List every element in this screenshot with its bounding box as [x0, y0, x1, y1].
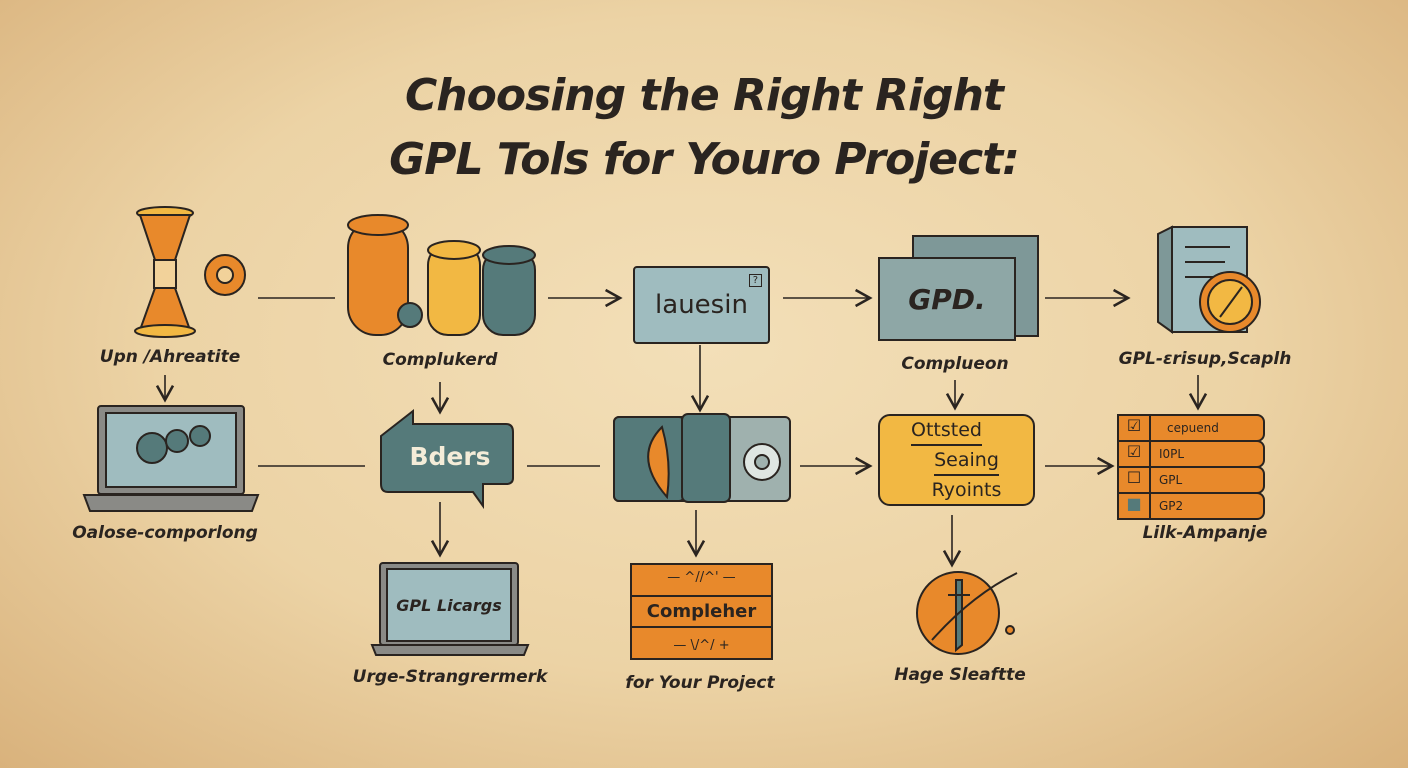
- laptop-icon: [370, 562, 530, 656]
- title-line-1: Choosing the Right Right: [405, 70, 1004, 121]
- hourglass-label: Upn /Ahreatite: [99, 347, 241, 367]
- license-box: lauesin ?: [633, 266, 770, 344]
- laptop-screen-text: GPL Licargs: [396, 596, 502, 615]
- folder-text: GPD.: [908, 282, 986, 316]
- yellow-box-line: Seaing: [934, 446, 999, 476]
- orange-panel-title: Compleher: [632, 595, 771, 628]
- checked-box-icon: ☑: [1119, 416, 1151, 440]
- laptop-2-label: Urge-Strangrermerk: [352, 667, 548, 687]
- laptop-label: Oalose-comporlong: [72, 523, 258, 543]
- empty-box-icon: ☐: [1119, 468, 1151, 492]
- compass-tool-icon: [916, 571, 1018, 655]
- checklist: ☑ cepuend ☑ I0PL ☐ GPL ■ GP2: [1117, 414, 1265, 520]
- cylinders-label: Complukerd: [382, 350, 498, 370]
- orange-panel: — ^//^' — Compleher — \/^/ +: [630, 563, 773, 660]
- yellow-box-line: Ryoints: [931, 479, 1002, 501]
- hourglass-gear-icon: [134, 206, 246, 338]
- server-label: GPL-ɛrisup,Scaplh: [1118, 349, 1292, 369]
- checklist-item[interactable]: ■ GP2: [1117, 492, 1265, 520]
- split-panel-icon: [613, 413, 791, 503]
- database-cylinders-icon: [347, 214, 536, 336]
- checklist-item[interactable]: ☐ GPL: [1117, 466, 1265, 494]
- license-box-badge: ?: [748, 274, 762, 287]
- orange-panel-top: — ^//^' —: [667, 570, 736, 585]
- orange-panel-bottom: — \/^/ +: [673, 638, 730, 653]
- server-badge-icon: [1157, 225, 1261, 334]
- bubble-text: Bders: [409, 442, 491, 471]
- checklist-item[interactable]: ☑ cepuend: [1117, 414, 1265, 442]
- filled-box-icon: ■: [1119, 494, 1151, 518]
- compass-label: Hage Sleaftte: [894, 665, 1026, 685]
- license-box-text: lauesin: [655, 290, 748, 320]
- checklist-item[interactable]: ☑ I0PL: [1117, 440, 1265, 468]
- checked-box-icon: ☑: [1119, 442, 1151, 466]
- gpd-folder: GPD.: [878, 257, 1016, 341]
- speech-bubble-shape: [380, 408, 514, 510]
- checklist-item-label: GP2: [1159, 499, 1184, 513]
- yellow-box-line: Ottsted: [911, 416, 982, 446]
- orange-panel-label: for Your Project: [625, 673, 775, 693]
- checklist-item-label: cepuend: [1167, 421, 1219, 435]
- laptop-gears-icon: [82, 405, 260, 512]
- yellow-steps-box: Ottsted Seaing Ryoints: [878, 414, 1035, 506]
- checklist-label: Lilk-Ampanje: [1142, 523, 1268, 543]
- folder-label: Complueon: [901, 354, 1009, 374]
- title-line-2: GPL Tols for Youro Project:: [389, 134, 1020, 185]
- checklist-item-label: I0PL: [1159, 447, 1185, 461]
- checklist-item-label: GPL: [1159, 473, 1183, 487]
